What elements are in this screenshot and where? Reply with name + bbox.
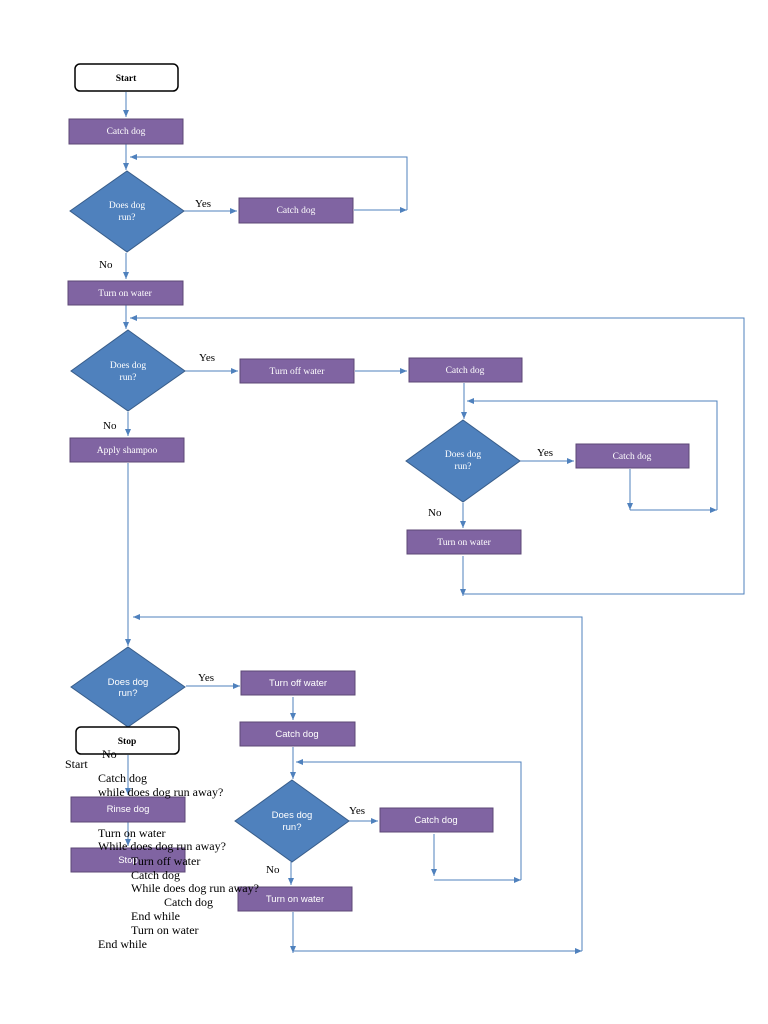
- no-label-5: No: [266, 864, 280, 876]
- yes-label-3: Yes: [537, 447, 553, 459]
- decision-4-line1: Does dog: [108, 677, 149, 688]
- process-turn-on-water-2-label: Turn on water: [437, 538, 491, 548]
- start-node: Start: [74, 63, 179, 92]
- process-catch-dog-loop-5: Catch dog: [379, 807, 494, 833]
- process-turn-on-water-1-label: Turn on water: [98, 289, 152, 299]
- process-catch-dog-loop-3-label: Catch dog: [613, 452, 652, 462]
- yes-label-1: Yes: [195, 198, 211, 210]
- pseudo-line-6: Turn off water: [131, 854, 201, 868]
- pseudo-line-9: Catch dog: [164, 895, 213, 909]
- process-turn-off-water-1: Turn off water: [239, 358, 355, 384]
- process-catch-dog-1-label: Catch dog: [107, 127, 146, 137]
- decision-5-line2: run?: [282, 822, 301, 833]
- process-apply-shampoo-label: Apply shampoo: [97, 446, 158, 456]
- process-turn-off-water-1-label: Turn off water: [270, 366, 326, 377]
- pseudo-line-3: while does dog run away?: [98, 785, 224, 799]
- process-catch-dog-1: Catch dog: [68, 118, 184, 145]
- stop-node-top-label: Stop: [118, 737, 136, 747]
- start-label: Start: [116, 74, 137, 84]
- process-catch-dog-loop-1: Catch dog: [238, 197, 354, 224]
- stop-node-top: Stop: [75, 726, 180, 755]
- pseudo-line-2: Catch dog: [98, 771, 147, 785]
- decision-3: Does dog run?: [405, 419, 521, 503]
- decision-4: Does dog run?: [70, 646, 186, 728]
- process-rinse-dog-label: Rinse dog: [107, 804, 150, 815]
- decision-2-line2: run?: [120, 373, 137, 383]
- decision-1-line1: Does dog: [109, 201, 145, 211]
- process-turn-on-water-3: Turn on water: [237, 886, 353, 912]
- process-catch-dog-3: Catch dog: [239, 721, 356, 747]
- process-turn-on-water-2: Turn on water: [406, 529, 522, 555]
- decision-1: Does dog run?: [69, 170, 185, 253]
- pseudo-line-10: End while: [131, 909, 180, 923]
- decision-4-line2: run?: [118, 688, 137, 699]
- process-turn-on-water-3-label: Turn on water: [266, 894, 324, 905]
- pseudo-line-8: While does dog run away?: [131, 881, 259, 895]
- process-catch-dog-2: Catch dog: [408, 357, 523, 383]
- process-stop-label: Stop: [118, 855, 138, 866]
- process-rinse-dog: Rinse dog: [70, 796, 186, 823]
- decision-3-line2: run?: [455, 462, 472, 472]
- pseudo-line-4: Turn on water: [98, 826, 166, 840]
- process-apply-shampoo: Apply shampoo: [69, 437, 185, 463]
- process-catch-dog-loop-1-label: Catch dog: [277, 206, 316, 216]
- process-stop: Stop: [70, 847, 186, 873]
- process-turn-off-water-2-label: Turn off water: [269, 678, 327, 689]
- decision-2: Does dog run?: [70, 329, 186, 412]
- yes-label-5: Yes: [349, 805, 365, 817]
- no-label-4: No: [102, 747, 117, 761]
- pseudo-line-7: Catch dog: [131, 868, 180, 882]
- pseudo-line-5: While does dog run away?: [98, 839, 226, 853]
- no-label-3: No: [428, 507, 442, 519]
- process-catch-dog-3-label: Catch dog: [275, 729, 318, 740]
- no-label-2: No: [103, 420, 117, 432]
- pseudo-line-1: Start: [65, 757, 88, 771]
- process-catch-dog-loop-5-label: Catch dog: [414, 815, 457, 826]
- connectors: [123, 92, 745, 954]
- yes-label-4: Yes: [198, 672, 214, 684]
- process-catch-dog-2-label: Catch dog: [446, 366, 485, 376]
- decision-5: Does dog run?: [234, 779, 350, 863]
- process-catch-dog-loop-3: Catch dog: [575, 443, 690, 469]
- pseudo-line-11: Turn on water: [131, 923, 199, 937]
- decision-1-line2: run?: [119, 213, 136, 223]
- yes-label-2: Yes: [199, 352, 215, 364]
- process-turn-off-water-2: Turn off water: [240, 670, 356, 696]
- pseudo-line-12: End while: [98, 937, 147, 951]
- decision-2-line1: Does dog: [110, 361, 146, 371]
- decision-5-line1: Does dog: [272, 810, 313, 821]
- decision-3-line1: Does dog: [445, 450, 481, 460]
- process-turn-on-water-1: Turn on water: [67, 280, 184, 306]
- no-label-1: No: [99, 259, 113, 271]
